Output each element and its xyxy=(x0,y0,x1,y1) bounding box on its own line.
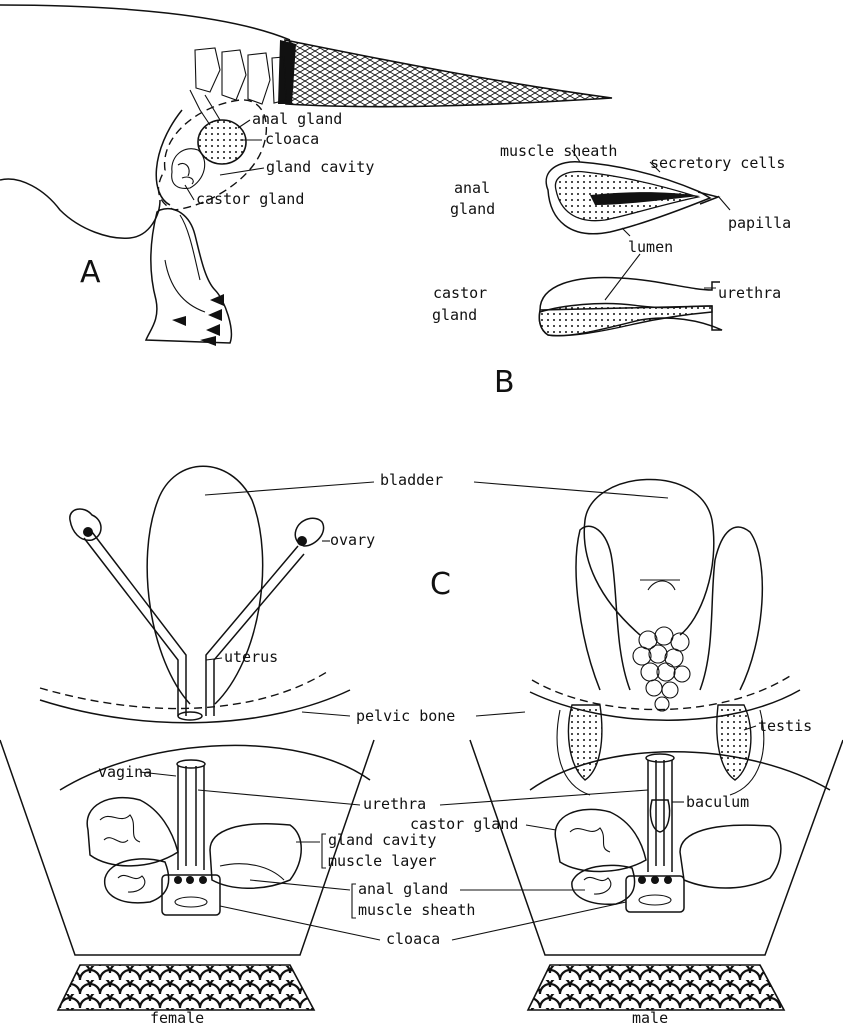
label-female: female xyxy=(150,1009,204,1024)
female-vagina xyxy=(177,766,205,870)
male-castor-gland-left xyxy=(554,808,647,873)
label-anal-b: anal xyxy=(454,179,490,197)
testis-left xyxy=(567,704,603,781)
female-castor-gland-left xyxy=(86,796,179,867)
castor-gland-wall xyxy=(538,302,713,337)
male-prostate-cluster xyxy=(632,626,691,712)
label-cloaca-c: cloaca xyxy=(386,930,440,948)
male-castor-gland-lower xyxy=(571,864,636,905)
testis-right xyxy=(716,704,752,781)
label-muscle-sheath-c: muscle sheath xyxy=(358,901,475,919)
male-bladder xyxy=(583,478,715,636)
label-ovary: ovary xyxy=(330,531,375,549)
male-gland-cavity-right xyxy=(679,824,782,889)
label-anal-gland-a: anal gland xyxy=(252,110,342,128)
ovary-left xyxy=(69,508,102,541)
panel-letter-b: B xyxy=(494,365,515,400)
label-testis: testis xyxy=(758,717,812,735)
ovary-right xyxy=(294,517,325,547)
male-urethra xyxy=(647,760,673,872)
label-bladder: bladder xyxy=(380,471,443,489)
tail xyxy=(284,39,613,108)
claws xyxy=(172,294,224,346)
beaver-back-outline xyxy=(0,4,291,41)
label-baculum: baculum xyxy=(686,793,749,811)
label-muscle-layer: muscle layer xyxy=(328,852,436,870)
male-tail-scales xyxy=(526,964,786,1011)
castor-gland-a xyxy=(171,148,206,189)
panel-letter-a: A xyxy=(80,255,101,290)
panel-a: anal gland cloaca gland cavity castor gl… xyxy=(0,4,613,346)
label-gland-cavity-a: gland cavity xyxy=(266,158,374,176)
female-uterus-left xyxy=(83,531,187,716)
label-uterus: uterus xyxy=(224,648,278,666)
label-gland2-b: gland xyxy=(432,306,477,324)
label-vagina: vagina xyxy=(98,763,152,781)
body-lower xyxy=(0,178,161,239)
label-urethra-c: urethra xyxy=(363,795,426,813)
anal-gland-muscle-sheath xyxy=(545,161,712,235)
panel-b: muscle sheath secretory cells anal gland… xyxy=(432,142,791,400)
label-secretory-cells: secretory cells xyxy=(650,154,785,172)
label-gland-b: gland xyxy=(450,200,495,218)
male-baculum xyxy=(649,799,671,833)
female-gland-cavity-right xyxy=(209,822,302,889)
female-cloaca xyxy=(161,874,221,916)
label-gland-cavity-c: gland cavity xyxy=(328,831,436,849)
tail-base-dark xyxy=(278,40,296,104)
label-urethra-b: urethra xyxy=(718,284,781,302)
label-male: male xyxy=(632,1009,668,1024)
anal-gland-a xyxy=(197,119,247,165)
male-pelvic-frame xyxy=(469,739,843,956)
female-castor-gland-lower xyxy=(104,858,170,904)
body-outline xyxy=(155,109,183,206)
label-pelvic-bone: pelvic bone xyxy=(356,707,455,725)
female-bladder xyxy=(146,465,264,705)
label-cloaca-a: cloaca xyxy=(265,130,319,148)
label-papilla: papilla xyxy=(728,214,791,232)
label-muscle-sheath-b: muscle sheath xyxy=(500,142,617,160)
panel-letter-c: C xyxy=(430,567,451,602)
label-castor-b: castor xyxy=(433,284,487,302)
vertebrae xyxy=(189,47,287,126)
hind-leg xyxy=(144,208,232,344)
panel-c: bladder C ovary uterus pelvic bone xyxy=(0,465,843,1024)
anal-gland-lumen xyxy=(590,192,700,205)
label-lumen: lumen xyxy=(628,238,673,256)
label-castor-gland-a: castor gland xyxy=(196,190,304,208)
label-anal-gland-c: anal gland xyxy=(358,880,448,898)
female-tail-scales xyxy=(56,964,316,1011)
female-pelvic-frame xyxy=(0,739,375,956)
female-uterus-right xyxy=(205,545,305,716)
label-castor-gland-c: castor gland xyxy=(410,815,518,833)
